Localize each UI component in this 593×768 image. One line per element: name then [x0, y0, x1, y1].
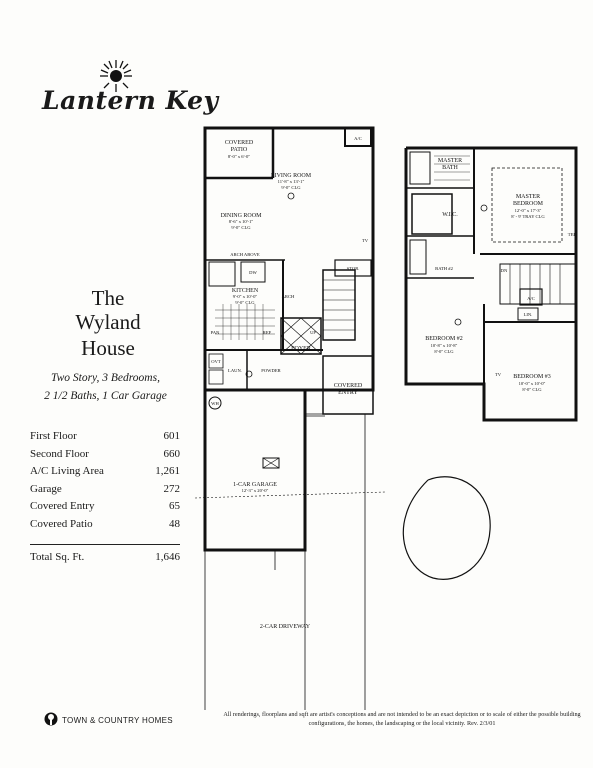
brand-logo-text: Lantern Key	[42, 86, 219, 115]
garage-dims: 12'-3" x 20'-0"	[242, 488, 269, 493]
stat-row: Covered Entry 65	[30, 500, 180, 518]
kitchen-label: KITCHEN	[232, 288, 259, 294]
master-bath-label: MASTER	[438, 158, 462, 164]
covered-entry-label: COVERED	[334, 383, 363, 389]
dw-label: DW	[249, 270, 257, 275]
master-bedroom-label: MASTER	[516, 194, 540, 200]
stat-row: First Floor 601	[30, 430, 180, 448]
house-subtitle-line1: Two Story, 3 Bedrooms,	[51, 372, 160, 384]
bedroom2-label: BEDROOM #2	[425, 336, 463, 342]
stor-label: STOR.	[347, 266, 360, 271]
stat-value: 65	[169, 500, 180, 512]
dining-room-label: DINING ROOM	[221, 213, 262, 219]
disclaimer-line2: configurations, the homes, the landscapi…	[308, 720, 496, 727]
disclaimer: All renderings, floorplans and sqft are …	[212, 710, 592, 728]
stat-row: Garage 272	[30, 483, 180, 501]
stat-value: 272	[163, 482, 181, 495]
master-bath-label-2: BATH	[442, 165, 458, 171]
bedroom3-clg: 8'-0" CLG	[522, 387, 542, 392]
disclaimer-line1: All renderings, floorplans and sqft are …	[223, 711, 581, 718]
dn-label: DN	[501, 268, 508, 273]
foyer-label: FOYER	[291, 346, 311, 352]
covered-entry-label-2: ENTRY	[338, 390, 358, 396]
up-label: UP	[310, 330, 316, 335]
stat-value: 601	[163, 430, 181, 442]
covered-patio-label-2: PATIO	[231, 147, 248, 153]
kitchen-clg: 9'-0" CLG	[235, 300, 255, 305]
tv-label-2: TV	[495, 372, 502, 377]
tree-logo-icon	[44, 712, 58, 726]
bath2-label: BATH #2	[435, 266, 453, 271]
bedroom2-clg: 8'-0" CLG	[434, 349, 454, 354]
master-bedroom-label-2: BEDROOM	[513, 201, 544, 207]
stat-label: A/C Living Area	[30, 465, 104, 477]
sun-logo-icon	[100, 60, 132, 92]
stat-row: A/C Living Area 1,261	[30, 465, 180, 483]
square-footage-table: First Floor 601 Second Floor 660 A/C Livin…	[30, 430, 180, 535]
stat-row: Second Floor 660	[30, 448, 180, 466]
stat-value: 48	[169, 517, 180, 530]
house-name-line2: Wyland	[75, 310, 141, 334]
master-bedroom-clg: 8' - 9' TRAY CLG	[511, 214, 545, 219]
living-room-dims: 11'-8" x 13'-1"	[278, 179, 305, 184]
stat-value: 660	[163, 447, 181, 460]
linen-label: LIN.	[524, 312, 533, 317]
garage-label: 1-CAR GARAGE	[233, 482, 277, 488]
ovt-label: OVT	[211, 359, 221, 364]
dining-room-clg: 9'-0" CLG	[231, 225, 251, 230]
house-name-line3: House	[81, 336, 135, 360]
covered-patio-label: COVERED	[225, 140, 254, 146]
living-room-label: LIVING ROOM	[271, 173, 312, 179]
first-floor-plan: COVERED PATIO 8'-0" x 6'-0" A/C LIVING R…	[195, 126, 386, 710]
master-bedroom-dims: 12'-0" x 17'-3"	[515, 208, 542, 213]
pan-label: PAN	[211, 330, 220, 335]
driveway-label: 2-CAR DRIVEWAY	[260, 624, 311, 630]
powder-label: POWDER	[261, 368, 281, 373]
bedroom2-dims: 10'-8" x 10'-8"	[431, 343, 458, 348]
total-label: Total Sq. Ft.	[30, 551, 85, 563]
bedroom3-dims: 10'-0" x 10'-0"	[519, 381, 546, 386]
arch-label: ARCH	[282, 294, 295, 299]
stat-value: 1,261	[155, 465, 180, 477]
total-row: Total Sq. Ft. 1,646	[30, 551, 180, 563]
builder-name: TOWN & COUNTRY HOMES	[62, 716, 173, 725]
ac-label-2: A/C	[527, 296, 535, 301]
second-floor-plan: MASTER BATH MASTER BEDROOM 12'-0" x 17'-…	[404, 146, 578, 422]
tv-label: TV	[362, 238, 369, 243]
water-heater-label: WH	[211, 401, 219, 406]
garage-outline	[203, 388, 307, 552]
total-value: 1,646	[155, 551, 180, 563]
stat-label: Garage	[30, 482, 62, 495]
stat-label: Covered Patio	[30, 517, 93, 530]
living-room-clg: 9'-0" CLG	[281, 185, 301, 190]
stat-label: Second Floor	[30, 447, 89, 460]
bedroom3-label: BEDROOM #3	[513, 374, 551, 380]
kitchen-dims: 9'-0" x 10'-0"	[233, 294, 258, 299]
stat-label: First Floor	[30, 430, 77, 442]
ref-label: REF	[263, 330, 272, 335]
house-name-line1: The	[91, 286, 125, 310]
dining-room-dims: 8'-6" x 10'-1"	[229, 219, 254, 224]
tel-label: TEL	[568, 232, 577, 237]
total-divider	[30, 544, 180, 545]
house-subtitle-line2: 2 1/2 Baths, 1 Car Garage	[44, 390, 167, 402]
laundry-label: LAUN.	[228, 368, 242, 373]
stat-row: Covered Patio 48	[30, 518, 180, 536]
scribble-mark	[402, 476, 491, 580]
arch-above-label: ARCH ABOVE	[230, 252, 260, 257]
stat-label: Covered Entry	[30, 500, 95, 512]
covered-patio-dims: 8'-0" x 6'-0"	[228, 154, 250, 159]
wic-label: W.I.C.	[442, 212, 458, 218]
ac-label: A/C	[354, 136, 362, 141]
